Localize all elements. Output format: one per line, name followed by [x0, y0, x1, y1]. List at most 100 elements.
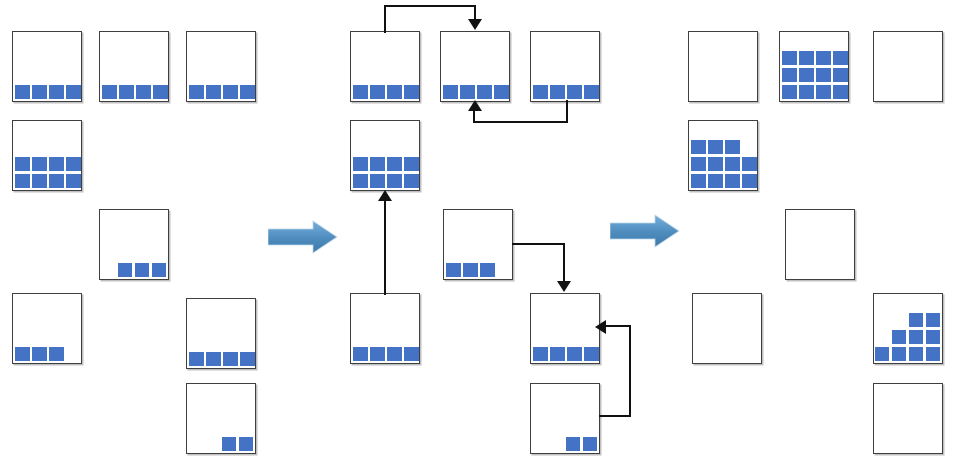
bin-a3[interactable]	[186, 31, 256, 102]
bin-a5-cells	[102, 262, 166, 277]
cell	[584, 346, 599, 361]
cell	[15, 156, 30, 171]
cell	[480, 262, 495, 277]
cell	[833, 84, 848, 99]
bin-c5[interactable]	[785, 209, 855, 280]
bin-c8[interactable]	[873, 383, 943, 454]
cell	[446, 262, 461, 277]
bin-c7[interactable]	[873, 293, 943, 364]
bin-a4-cells	[15, 156, 81, 188]
cell	[353, 346, 368, 361]
cell-row	[353, 84, 419, 99]
bin-c4[interactable]	[688, 120, 758, 191]
cell	[240, 351, 255, 366]
cell-row	[221, 436, 253, 451]
cell-row	[533, 84, 599, 99]
cell	[584, 84, 599, 99]
bin-a6[interactable]	[12, 293, 82, 364]
stage-arrow-2	[610, 214, 680, 248]
bin-a2[interactable]	[99, 31, 169, 102]
bin-b5-cells	[446, 262, 510, 277]
bin-b1[interactable]	[350, 31, 420, 102]
cell	[565, 436, 580, 451]
connector-arrowhead-icon	[378, 190, 393, 201]
connector-segment	[563, 243, 566, 283]
bin-c2[interactable]	[779, 31, 849, 102]
cell-row	[189, 84, 255, 99]
cell	[387, 156, 402, 171]
cell	[891, 329, 906, 344]
cell	[782, 67, 797, 82]
cell	[370, 173, 385, 188]
cell-row	[565, 436, 597, 451]
connector-arrowhead-icon	[467, 100, 482, 111]
connector-arrowhead-icon	[595, 319, 606, 334]
cell-row	[782, 84, 848, 99]
cell	[742, 156, 757, 171]
cell	[477, 84, 492, 99]
cell	[49, 84, 64, 99]
cell-row	[353, 156, 419, 171]
bin-a8-cells	[189, 436, 253, 451]
cell	[223, 351, 238, 366]
connector-arrowhead-icon	[468, 19, 482, 30]
cell	[49, 156, 64, 171]
cell	[387, 173, 402, 188]
bin-b2[interactable]	[440, 31, 510, 102]
cell	[463, 262, 478, 277]
cell	[782, 84, 797, 99]
cell	[238, 436, 253, 451]
bin-c4-cells	[691, 139, 757, 188]
bin-b8[interactable]	[530, 383, 600, 454]
connector-segment	[473, 111, 476, 121]
cell	[742, 173, 757, 188]
cell	[494, 84, 509, 99]
cell	[353, 156, 368, 171]
cell	[708, 139, 723, 154]
cell-row	[874, 346, 940, 361]
cell	[66, 173, 81, 188]
cell-row	[691, 156, 757, 171]
cell	[134, 262, 149, 277]
cell	[550, 84, 565, 99]
bin-c6[interactable]	[692, 293, 762, 364]
cell	[404, 156, 419, 171]
bin-b3[interactable]	[530, 31, 600, 102]
bin-a4[interactable]	[12, 120, 82, 191]
cell	[189, 351, 204, 366]
cell	[908, 346, 923, 361]
connector-segment	[605, 325, 631, 328]
connector-segment	[473, 120, 568, 123]
cell	[102, 84, 117, 99]
cell	[833, 67, 848, 82]
cell	[353, 173, 368, 188]
bin-a7[interactable]	[186, 298, 256, 369]
cell	[925, 329, 940, 344]
cell	[691, 173, 706, 188]
bin-b1-cells	[353, 84, 419, 99]
bin-b7[interactable]	[530, 293, 600, 364]
bin-b6-cells	[353, 346, 419, 361]
cell	[816, 84, 831, 99]
cell	[387, 346, 402, 361]
cell	[15, 173, 30, 188]
cell	[32, 156, 47, 171]
cell	[891, 346, 906, 361]
cell	[908, 312, 923, 327]
bin-b4[interactable]	[350, 120, 420, 191]
cell-row	[446, 262, 495, 277]
bin-c3[interactable]	[873, 31, 943, 102]
bin-a8[interactable]	[186, 383, 256, 454]
cell	[66, 156, 81, 171]
cell	[691, 139, 706, 154]
bin-a1[interactable]	[12, 31, 82, 102]
cell	[189, 84, 204, 99]
bin-b5[interactable]	[443, 209, 513, 280]
cell	[567, 346, 582, 361]
bin-c1[interactable]	[688, 31, 758, 102]
bin-c2-cells	[782, 50, 848, 99]
bin-a5[interactable]	[99, 209, 169, 280]
connector-segment	[473, 5, 476, 21]
bin-b6[interactable]	[350, 293, 420, 364]
connector-segment	[384, 5, 387, 33]
